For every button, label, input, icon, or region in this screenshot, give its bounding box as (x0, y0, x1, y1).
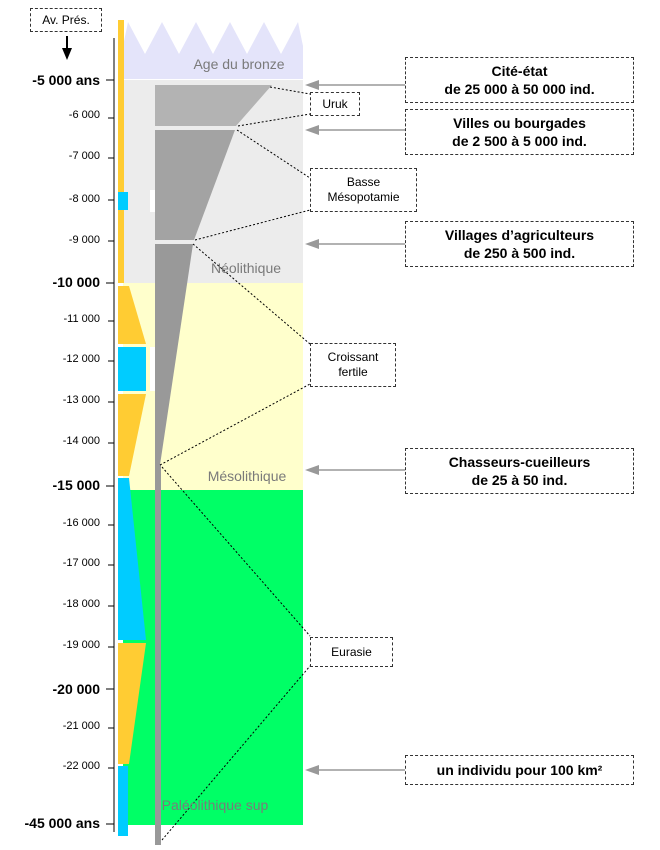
present-label: Av. Prés. (30, 8, 102, 32)
tick-label: -7 000 (68, 150, 100, 162)
tick-label: -12 000 (62, 353, 100, 365)
population-box-chasseurs: Chasseurs-cueilleurs de 25 à 50 ind. (405, 448, 634, 494)
climate-cold-bottom (118, 766, 128, 836)
population-arrows (305, 80, 405, 775)
tick-label: -17 000 (62, 557, 100, 569)
bronze-sawtooth (123, 22, 303, 54)
population-wedge (155, 85, 272, 845)
connector-croissant-2 (159, 383, 311, 466)
region-label-basse-mesopotamie: Basse Mésopotamie (310, 168, 417, 212)
climate-warm-top (118, 20, 124, 283)
region-label-uruk: Uruk (310, 92, 360, 116)
climate-warm-wedge-1 (118, 286, 146, 344)
tick-label: -19 000 (62, 639, 100, 651)
climate-cold-block-2 (118, 347, 146, 391)
connector-basse-1 (236, 129, 311, 179)
wedge-villages (155, 244, 193, 465)
period-label-paleolithique: Paléolithique sup (161, 797, 269, 813)
tick-label: -9 000 (68, 234, 100, 246)
arrow-head-3 (305, 239, 319, 249)
population-box-cite-etat: Cité-état de 25 000 à 50 000 ind. (405, 57, 634, 103)
arrow-head-1 (305, 80, 319, 90)
connector-croissant-1 (192, 243, 311, 345)
population-title: Chasseurs-cueilleurs (448, 453, 591, 470)
present-arrow (62, 48, 72, 60)
connector-eurasie-1 (161, 466, 311, 637)
population-range: de 25 à 50 ind. (471, 472, 568, 488)
tick-label: -10 000 (52, 274, 100, 290)
period-label-bronze: Age du bronze (193, 56, 285, 72)
tick-label: -5 000 ans (32, 72, 100, 88)
region-croissant-line2: fertile (338, 365, 368, 379)
connector-uruk-2 (237, 113, 311, 127)
wedge-uruk (155, 85, 272, 126)
arrow-head-4 (305, 465, 319, 475)
tick-label: -45 000 ans (24, 815, 101, 831)
region-croissant-line1: Croissant (327, 350, 379, 364)
population-range: de 25 000 à 50 000 ind. (444, 81, 595, 97)
climate-warm-wedge-2 (118, 394, 146, 476)
time-axis (62, 36, 115, 832)
period-label-mesolithique: Mésolithique (207, 468, 287, 484)
climate-cold-wedge (118, 478, 146, 640)
population-box-densite: un individu pour 100 km² (405, 755, 634, 785)
tick-label: -18 000 (62, 598, 100, 610)
region-label-croissant-fertile: Croissant fertile (310, 343, 396, 387)
band-paleolithique (123, 490, 303, 825)
population-title: Cité-état (491, 62, 548, 79)
arrow-head-2 (305, 125, 319, 135)
tick-label: -16 000 (62, 517, 100, 529)
tick-label: -8 000 (68, 193, 100, 205)
climate-cold-block (118, 192, 128, 210)
population-range: de 250 à 500 ind. (463, 245, 576, 261)
arrow-head-5 (305, 765, 319, 775)
climate-warm-wedge-3 (118, 643, 146, 764)
tick-label: -14 000 (62, 435, 100, 447)
tick-label: -11 000 (63, 313, 101, 325)
tick-label: -21 000 (62, 720, 100, 732)
region-uruk-text: Uruk (322, 96, 348, 111)
tick-label: -13 000 (62, 394, 100, 406)
population-box-villages: Villages d’agriculteurs de 250 à 500 ind… (405, 221, 634, 267)
region-label-eurasie: Eurasie (310, 637, 393, 667)
population-box-villes: Villes ou bourgades de 2 500 à 5 000 ind… (405, 109, 634, 155)
region-connectors (159, 86, 311, 841)
region-basse-line2: Mésopotamie (327, 190, 400, 204)
population-range: de 2 500 à 5 000 ind. (452, 133, 587, 149)
population-title: Villes ou bourgades (453, 114, 586, 131)
tick-label: -20 000 (52, 681, 100, 697)
region-basse-line1: Basse (346, 175, 381, 189)
connector-uruk (269, 86, 311, 95)
period-label-neolithique: Néolithique (210, 260, 282, 276)
tick-label: -6 000 (68, 109, 100, 121)
region-eurasie-text: Eurasie (331, 644, 372, 659)
population-title: Villages d’agriculteurs (444, 226, 595, 243)
tick-label: -15 000 (52, 477, 100, 493)
population-bar (155, 465, 161, 845)
tick-label: -22 000 (62, 760, 100, 772)
wedge-villes (155, 130, 235, 240)
population-title: un individu pour 100 km² (436, 761, 603, 778)
climate-strip (118, 20, 146, 836)
